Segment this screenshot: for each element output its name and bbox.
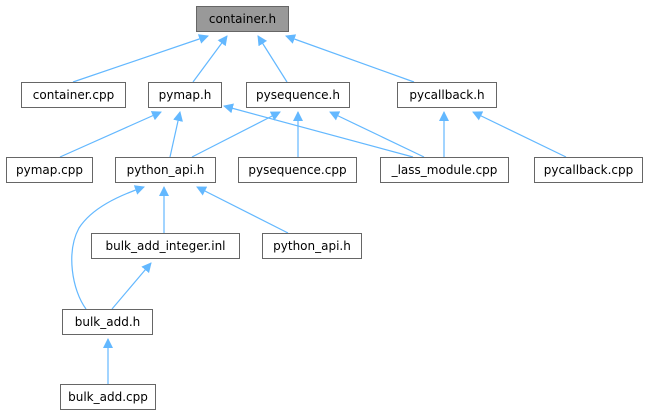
edge-lass-module-cpp-to-pymap-h [223,103,414,158]
node-container-cpp[interactable]: container.cpp [21,82,126,108]
edge-lass-module-cpp-to-pysequence-h [329,111,425,158]
edge-python-api-h2-to-python-api-h [196,186,289,234]
node-pysequence-h[interactable]: pysequence.h [246,82,350,108]
node-bulk-add-cpp[interactable]: bulk_add.cpp [60,384,156,410]
node-python-api-h-2[interactable]: python_api.h [262,233,362,259]
node-lass-module-cpp[interactable]: _lass_module.cpp [380,157,509,183]
node-bulk-add-h[interactable]: bulk_add.h [62,309,153,335]
edge-pycallback-h-to-container-h [285,34,415,83]
edge-bulk-add-h-to-bulk-add-integer-inl [111,262,152,310]
edge-container-cpp-to-container-h [72,34,209,83]
edge-pysequence-h-to-container-h [257,35,288,83]
node-container-h[interactable]: container.h [196,6,289,32]
node-bulk-add-integer-inl[interactable]: bulk_add_integer.inl [91,233,240,259]
edge-pymap-h-to-container-h [192,35,228,83]
node-pycallback-h[interactable]: pycallback.h [397,82,497,108]
edge-python-api-h-to-pysequence-h [191,111,281,158]
node-pymap-cpp[interactable]: pymap.cpp [6,157,93,183]
node-python-api-h[interactable]: python_api.h [115,157,216,183]
node-pycallback-cpp[interactable]: pycallback.cpp [534,157,643,183]
node-pysequence-cpp[interactable]: pysequence.cpp [238,157,357,183]
edge-pycallback-cpp-to-pycallback-h [472,111,567,158]
edge-python-api-h-to-pymap-h [169,111,183,158]
edge-bulk-add-h-to-python-api-h [71,185,145,310]
node-pymap-h[interactable]: pymap.h [148,82,222,108]
edge-pymap-cpp-to-pymap-h [59,111,162,158]
